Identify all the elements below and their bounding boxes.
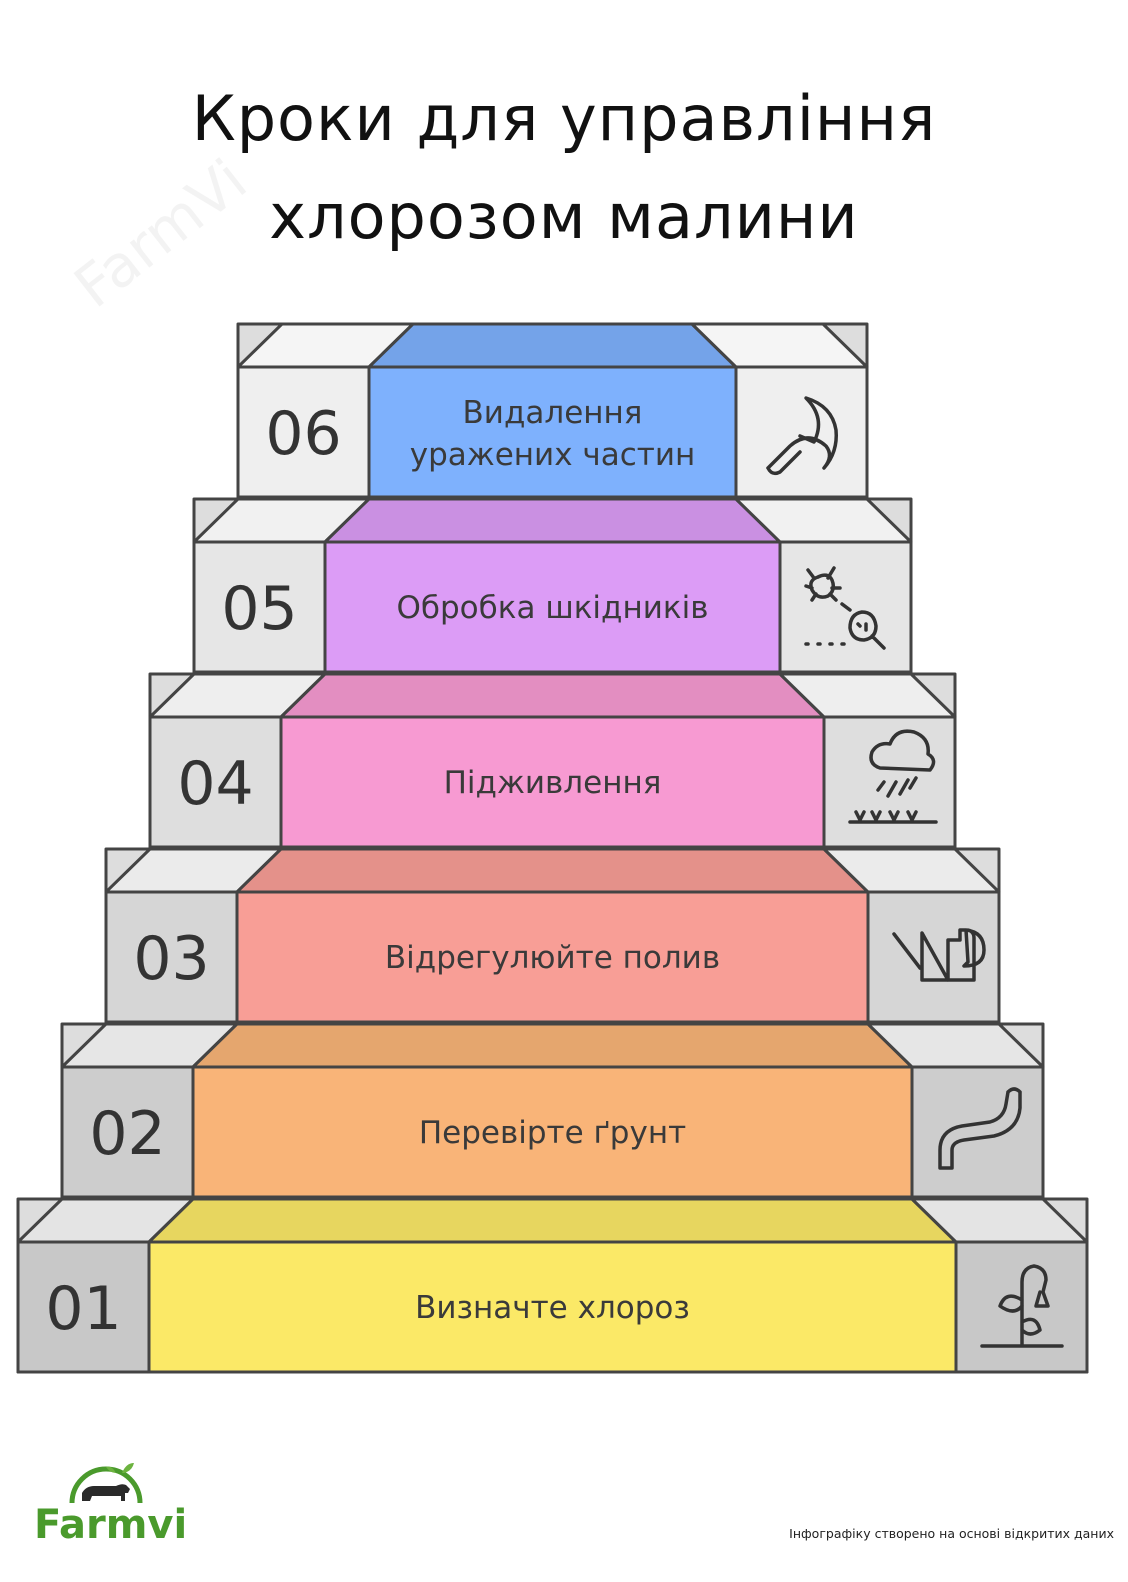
step-01: 01 Визначте хлороз (16, 1197, 1089, 1374)
leaf-icon (106, 1466, 116, 1473)
step-number: 05 (221, 574, 297, 644)
page-title: Кроки для управління хлорозом малини (0, 70, 1128, 266)
step-number: 02 (89, 1099, 165, 1169)
leaf-icon (122, 1463, 134, 1473)
step-label: Видалення (463, 395, 643, 431)
step-02: 02 Перевірте ґрунт (60, 1022, 1045, 1199)
step-label: уражених частин (410, 437, 695, 473)
step-label: Підживлення (444, 765, 662, 801)
title-line-2: хлорозом малини (269, 180, 859, 253)
step-center-tread (367, 322, 738, 369)
title-line-1: Кроки для управління (191, 82, 937, 155)
step-right-riser (910, 1065, 1045, 1199)
steps-layer: 01 Визначте хлороз 02 Перевірте ґрунт 03 Відр… (16, 322, 1089, 1374)
step-center-tread (235, 847, 870, 894)
step-04: 04 Підживлення (148, 672, 957, 849)
watering-can-icon (892, 928, 986, 982)
step-center-tread (323, 497, 782, 544)
earthworm-icon (938, 1087, 1022, 1170)
sickle-icon (766, 396, 838, 476)
step-label: Відрегулюйте полив (385, 940, 720, 976)
wilting-plant-icon (980, 1264, 1064, 1348)
rain-cloud-seedlings-icon (848, 729, 938, 824)
step-number: 01 (45, 1274, 121, 1344)
step-center-tread (191, 1022, 914, 1069)
footer-note: Інфографіку створено на основі відкритих… (789, 1526, 1114, 1541)
step-05: 05 Обробка шкідників (192, 497, 913, 674)
step-number: 03 (133, 924, 209, 994)
step-number: 04 (177, 749, 253, 819)
logo-text: Farmvi (34, 1502, 188, 1548)
bug-magnifier-icon (804, 566, 886, 650)
cow-icon (82, 1484, 130, 1501)
step-right-riser (734, 365, 869, 499)
step-label: Визначте хлороз (415, 1290, 690, 1326)
watermark: FarmVi (62, 146, 259, 321)
step-label: Обробка шкідників (396, 590, 708, 626)
step-center-riser (367, 365, 738, 499)
step-label: Перевірте ґрунт (419, 1115, 686, 1151)
logo-arc (69, 1466, 143, 1504)
farmvi-logo (69, 1463, 143, 1504)
step-center-tread (279, 672, 826, 719)
step-03: 03 Відрегулюйте полив (104, 847, 1001, 1024)
step-number: 06 (265, 399, 341, 469)
step-06: 06 Видалення уражених частин (236, 322, 869, 499)
step-right-riser (822, 715, 957, 849)
step-center-tread (147, 1197, 958, 1244)
